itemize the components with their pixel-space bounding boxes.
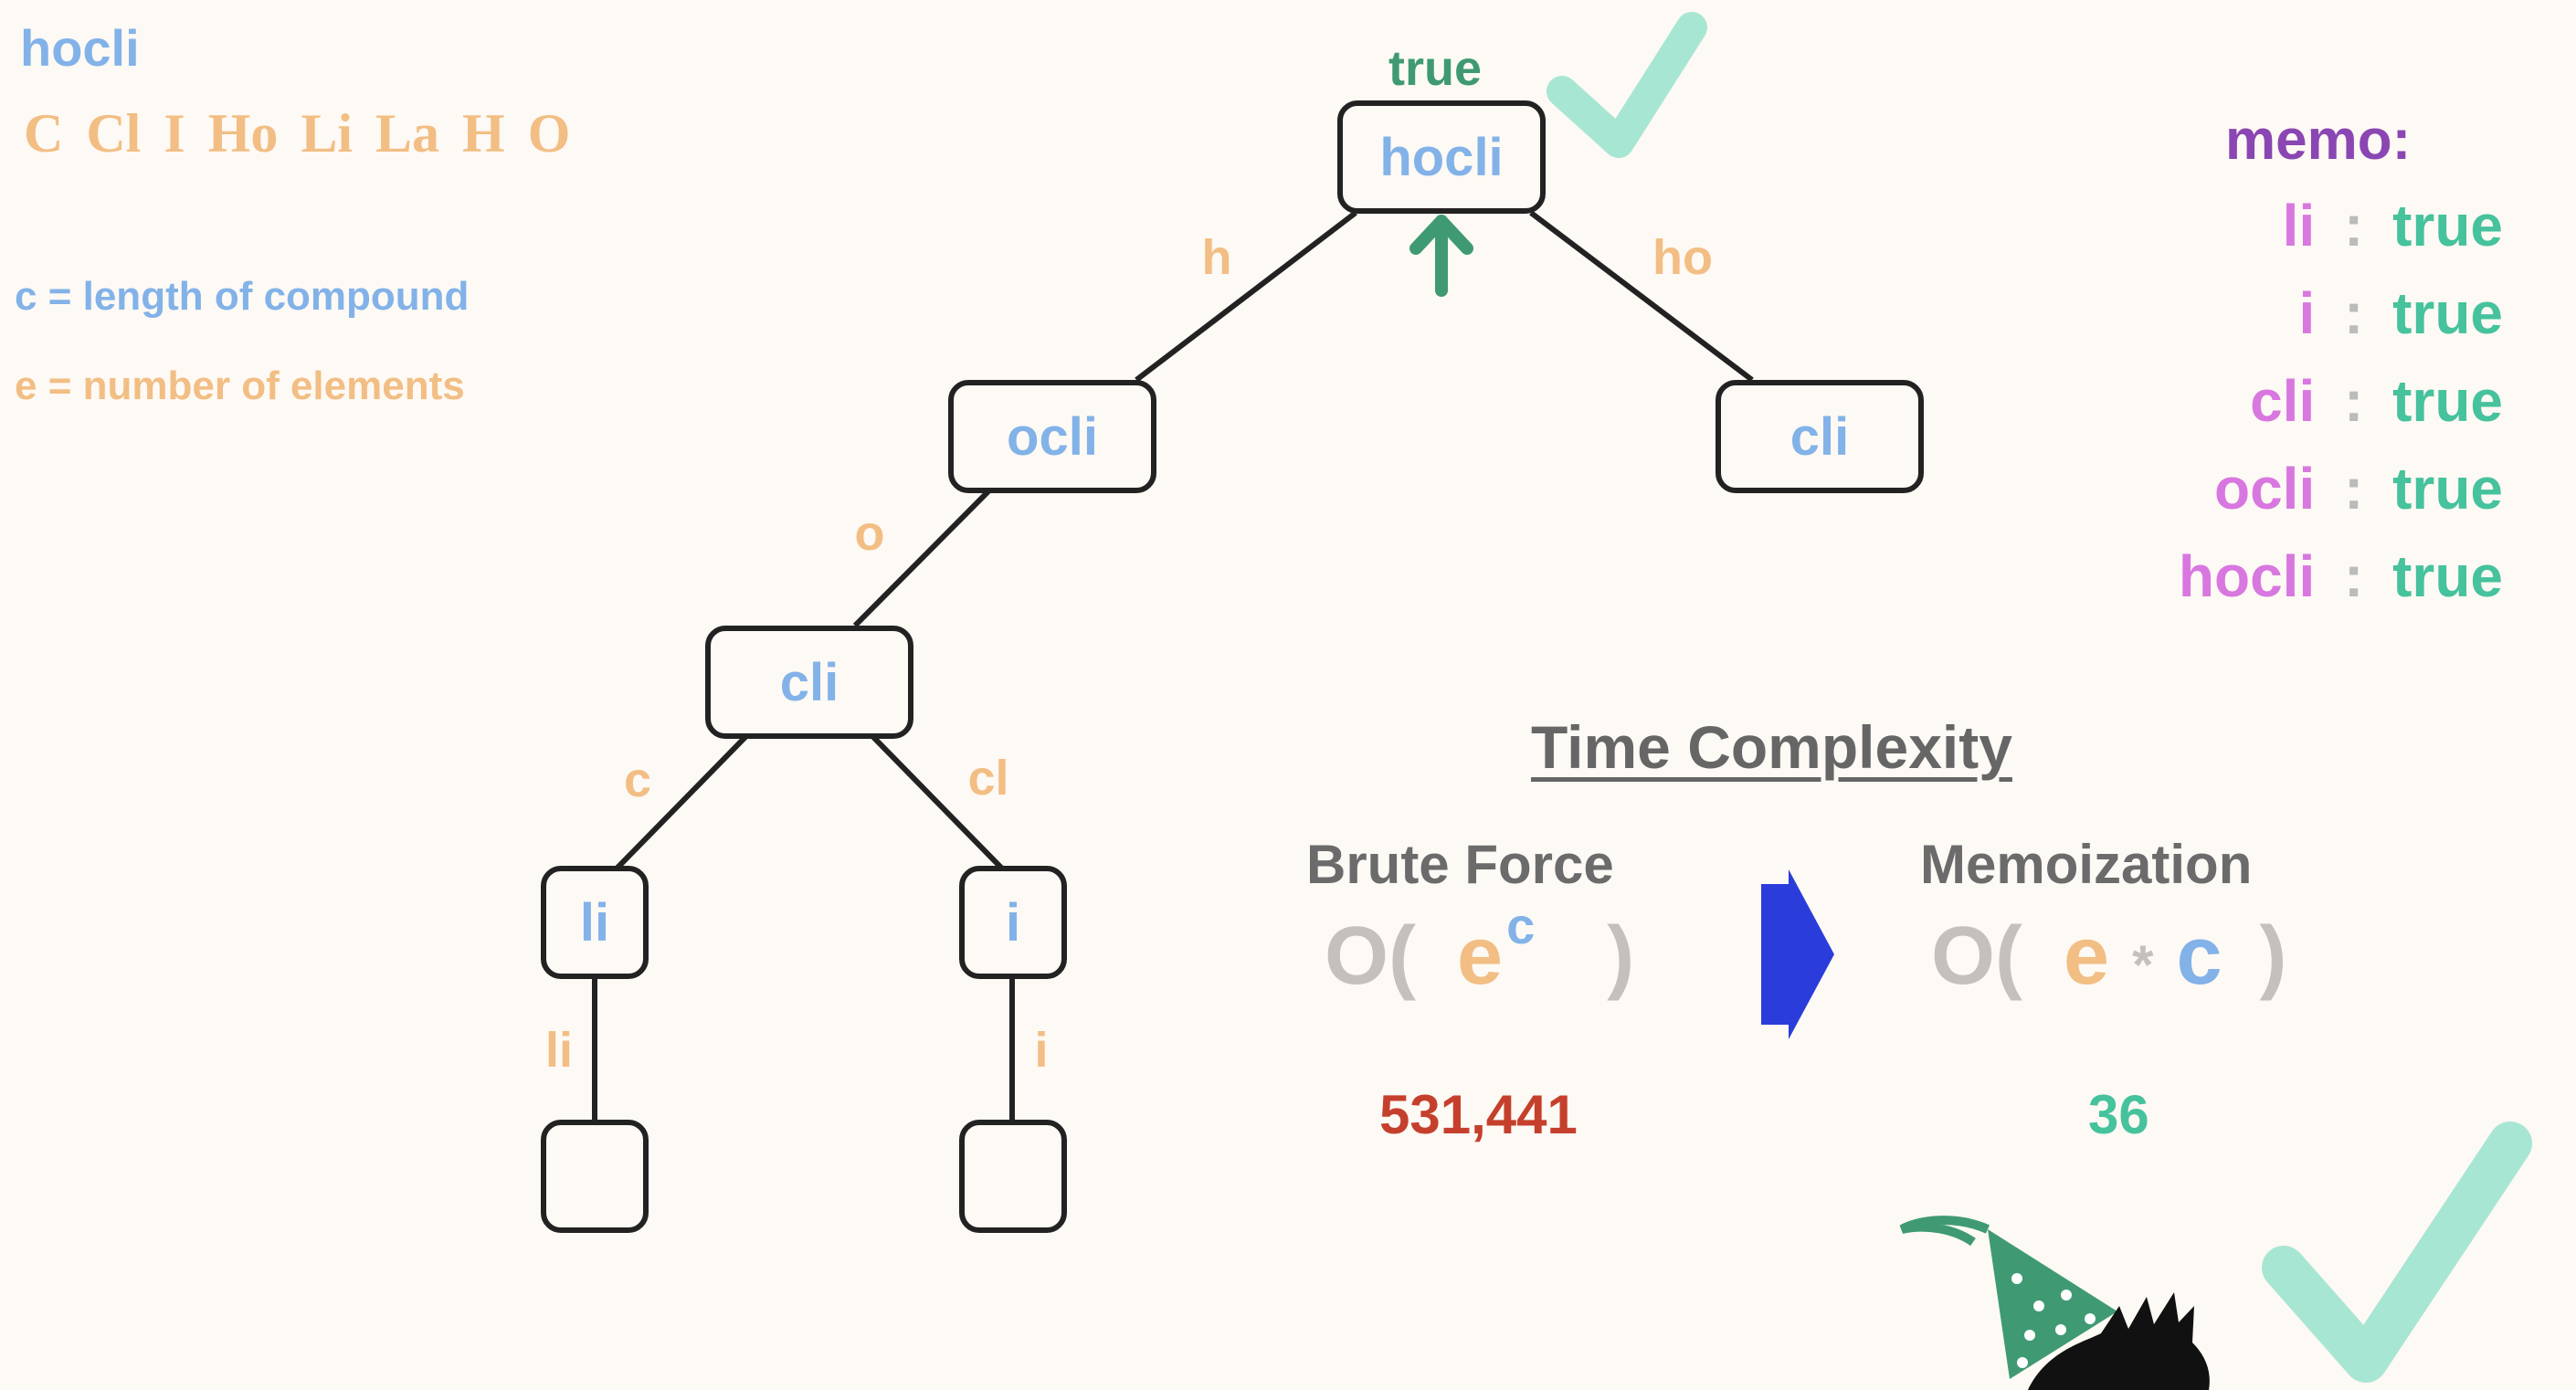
target-word: hocli <box>20 19 140 77</box>
node-cli: cli <box>705 626 913 739</box>
element-list: C Cl I Ho Li La H O <box>24 103 571 163</box>
node-leaf-right <box>959 1120 1067 1233</box>
formula-c: c <box>2176 911 2222 1002</box>
memo-key: hocli <box>2178 543 2316 609</box>
memo-key: i <box>2298 280 2316 346</box>
memo-value: true <box>2392 368 2503 434</box>
formula-base: e <box>1457 911 1504 1002</box>
legend-e: e = number of elements <box>15 363 465 408</box>
memoization-formula: O( e * c ) <box>1931 910 2287 1004</box>
hair-icon <box>2028 1292 2210 1390</box>
brute-force-label: Brute Force <box>1306 834 1614 895</box>
memo-sep: : <box>2344 456 2364 521</box>
formula-e: e <box>2064 911 2110 1002</box>
brute-force-formula: O( ec ) <box>1325 897 1635 1004</box>
edge-label-cl: cl <box>967 751 1009 806</box>
formula-open: O( <box>1325 911 1416 1002</box>
brute-force-result: 531,441 <box>1379 1084 1578 1145</box>
node-ocli: ocli <box>948 380 1156 493</box>
edge-label-ho: ho <box>1652 230 1713 285</box>
memo-sep: : <box>2344 368 2364 434</box>
memo-key: cli <box>2250 368 2316 434</box>
edge-label-h: h <box>1201 230 1232 285</box>
edge-label-i: i <box>1034 1023 1049 1078</box>
memo-entry: li : true <box>2283 192 2503 259</box>
edge-c <box>615 734 748 870</box>
formula-close: ) <box>1607 911 1635 1002</box>
memo-value: true <box>2392 193 2503 258</box>
memo-value: true <box>2392 280 2503 346</box>
edge-label-o: o <box>854 506 885 561</box>
memoization-result: 36 <box>2088 1084 2149 1145</box>
up-arrow-icon <box>1409 215 1473 297</box>
memoization-label: Memoization <box>1920 834 2253 895</box>
formula-exponent: c <box>1506 897 1536 954</box>
legend-c: c = length of compound <box>15 274 470 319</box>
memo-entry: hocli : true <box>2179 542 2503 610</box>
transition-arrow-icon <box>1761 869 1834 1039</box>
memo-list: li : true i : true cli : true ocli : tru… <box>2174 0 2503 639</box>
formula-times: * <box>2132 934 2154 995</box>
memo-sep: : <box>2344 193 2364 258</box>
memo-entry: cli : true <box>2250 367 2503 435</box>
memo-title: memo: <box>2225 109 2412 172</box>
memo-key: ocli <box>2213 456 2316 521</box>
node-hocli: hocli <box>1337 100 1546 214</box>
edge-label-c: c <box>623 753 652 807</box>
formula-close: ) <box>2259 911 2287 1002</box>
check-mark-icon <box>1547 12 1707 158</box>
memo-entry: i : true <box>2298 279 2503 347</box>
memo-entry: ocli : true <box>2214 455 2503 522</box>
root-status: true <box>1388 41 1483 96</box>
memo-value: true <box>2392 543 2503 609</box>
memo-value: true <box>2392 456 2503 521</box>
edge-h <box>1135 210 1357 383</box>
node-leaf-left <box>541 1120 649 1233</box>
formula-open: O( <box>1931 911 2022 1002</box>
edge-cl <box>871 734 1004 870</box>
memo-sep: : <box>2344 543 2364 609</box>
large-check-mark-icon <box>2262 1121 2532 1383</box>
memo-key: li <box>2282 193 2316 258</box>
node-li: li <box>541 866 649 979</box>
edge-label-li: li <box>544 1023 574 1078</box>
edge-o <box>852 489 991 628</box>
memo-sep: : <box>2344 280 2364 346</box>
complexity-title: Time Complexity <box>1531 713 2012 781</box>
node-i: i <box>959 866 1067 979</box>
node-cli-right: cli <box>1716 380 1924 493</box>
edge-ho <box>1529 210 1754 383</box>
